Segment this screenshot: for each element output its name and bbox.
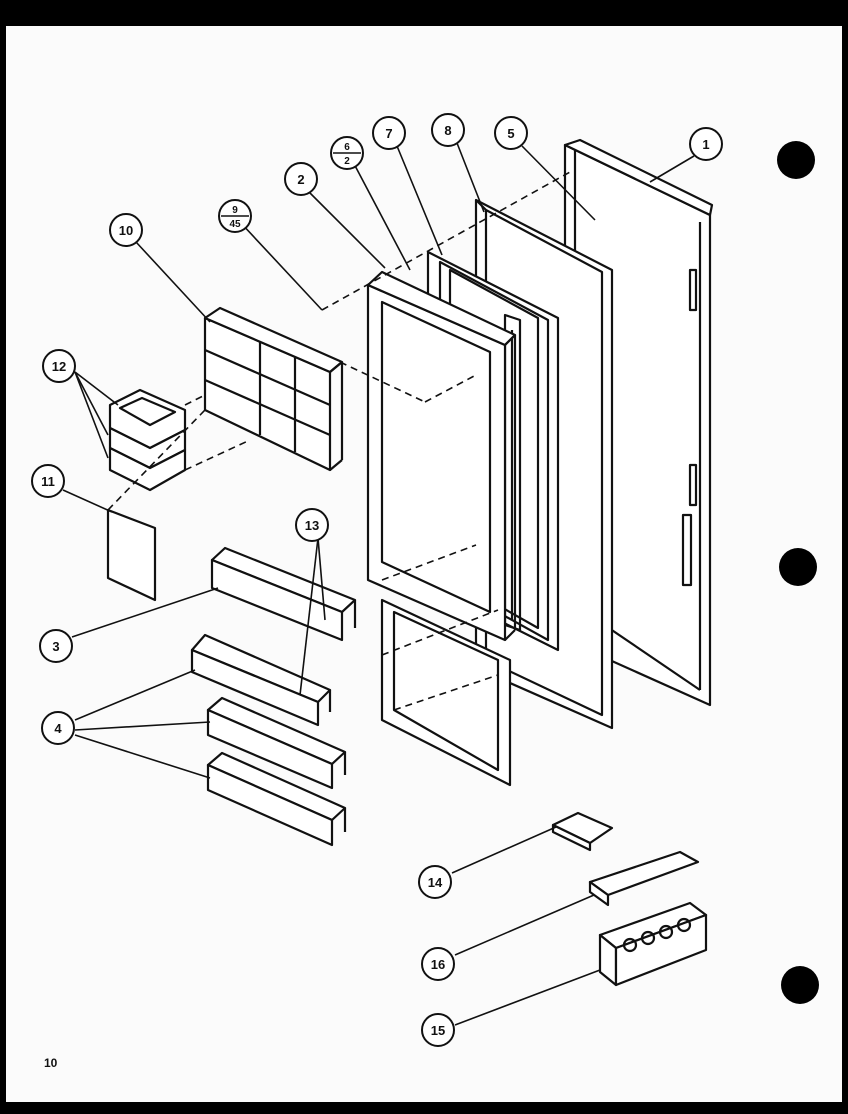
ice-bin-lid (588, 850, 700, 907)
inner-door-liner (366, 270, 517, 642)
fraction-top: 6 (344, 142, 350, 153)
callout-13: 13 (295, 508, 329, 542)
fraction-top: 9 (232, 205, 238, 216)
callout-label: 7 (385, 126, 392, 141)
door-bin-upper (210, 546, 357, 642)
page-number: 10 (44, 1056, 58, 1070)
callout-14: 14 (418, 865, 452, 899)
door-bin-1 (190, 633, 332, 727)
callout-10: 10 (109, 213, 143, 247)
callout-label: 5 (507, 126, 514, 141)
door-bin-2 (206, 696, 347, 790)
callout-7: 7 (372, 116, 406, 150)
callout-label: 14 (428, 875, 443, 890)
callout-15: 15 (421, 1013, 455, 1047)
binder-hole-middle (779, 548, 817, 586)
ice-storage-bin (598, 901, 708, 987)
callout-16: 16 (421, 947, 455, 981)
callout-label: 10 (119, 223, 133, 238)
leader-lines (62, 142, 695, 1026)
callout-8: 8 (431, 113, 465, 147)
small-tray (551, 811, 614, 852)
door-bin-3 (206, 751, 347, 847)
callout-label: 12 (52, 359, 66, 374)
shelf-door-panel (106, 508, 157, 602)
fraction-callout-9-45: 9 45 (218, 199, 252, 233)
assembly-guide-lines (107, 171, 571, 711)
callout-label: 15 (431, 1023, 445, 1038)
callout-label: 1 (702, 137, 709, 152)
callout-label: 2 (297, 172, 304, 187)
fraction-bottom: 2 (344, 156, 350, 167)
callout-3: 3 (39, 629, 73, 663)
callout-label: 11 (41, 474, 55, 489)
callout-label: 4 (54, 721, 62, 736)
callout-4: 4 (41, 711, 75, 745)
callout-1: 1 (689, 127, 723, 161)
fraction-bottom: 45 (229, 219, 241, 230)
callout-2: 2 (284, 162, 318, 196)
fraction-callout-6-2: 6 2 (330, 136, 364, 170)
butter-dish-stack (108, 388, 187, 492)
callout-label: 8 (444, 123, 451, 138)
callout-12: 12 (42, 349, 76, 383)
callout-11: 11 (31, 464, 65, 498)
callout-label: 3 (52, 639, 59, 654)
callout-5: 5 (494, 116, 528, 150)
binder-hole-top (777, 141, 815, 179)
dairy-shelf-unit (203, 306, 344, 472)
binder-hole-bottom (781, 966, 819, 1004)
callout-label: 13 (305, 518, 319, 533)
callout-label: 16 (431, 957, 445, 972)
